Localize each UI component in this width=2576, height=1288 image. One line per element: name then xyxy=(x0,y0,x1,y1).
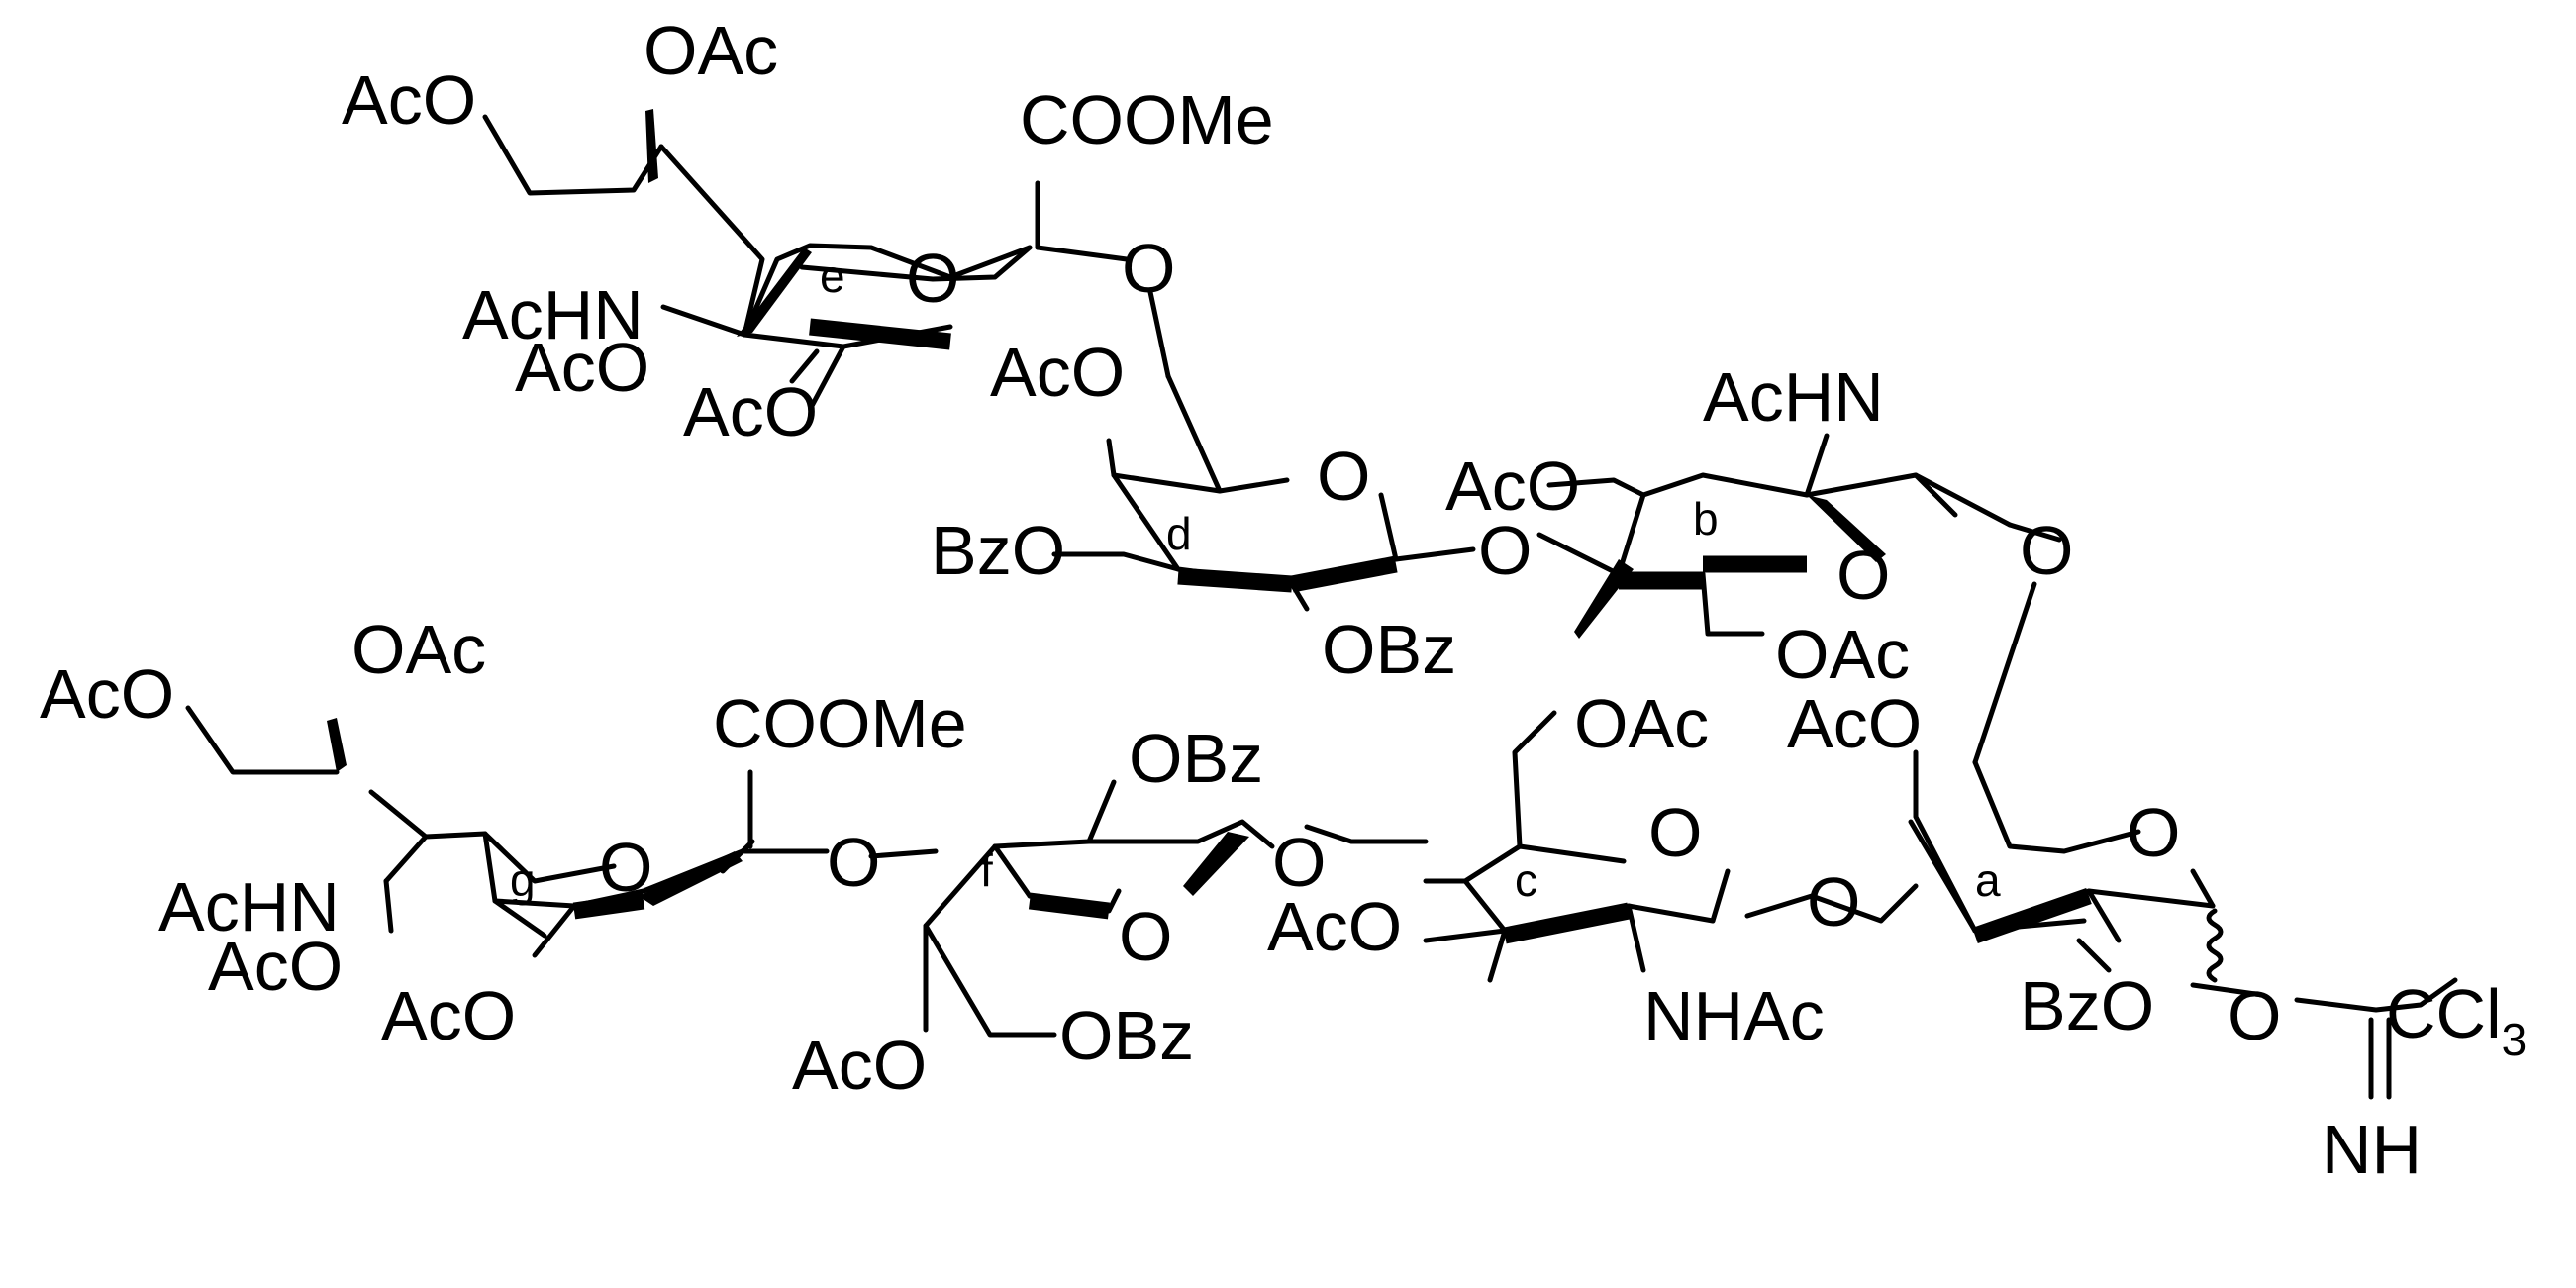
label-e-aco-mid: AcO xyxy=(515,329,649,406)
label-b-aco: AcO xyxy=(1445,447,1580,525)
label-c-ring-o: O xyxy=(1648,794,1702,871)
label-c-oac: OAc xyxy=(1574,685,1709,762)
label-g-oac-top: OAc xyxy=(351,611,486,688)
label-ca-link-o: O xyxy=(1807,863,1860,941)
label-e-oac-top: OAc xyxy=(644,12,778,89)
label-b-achn: AcHN xyxy=(1703,358,1884,436)
ring-label-a: a xyxy=(1975,854,2001,906)
label-g-achn: AcHN xyxy=(158,868,340,945)
label-d-bzo: BzO xyxy=(931,512,1065,589)
label-e-aco-low: AcO xyxy=(683,373,818,450)
label-imidate-ccl: CCl3 xyxy=(2386,975,2526,1065)
label-g-aco-left: AcO xyxy=(40,655,174,733)
ring-label-g: g xyxy=(510,854,536,906)
label-b-ring-o: O xyxy=(1836,537,1890,614)
label-imidate-nh: NH xyxy=(2322,1111,2422,1188)
ring-label-f: f xyxy=(980,844,993,896)
label-g-aco-mid: AcO xyxy=(208,928,343,1005)
label-c-aco: AcO xyxy=(1267,888,1402,965)
label-db-link-o: O xyxy=(1478,512,1532,589)
label-d-aco: AcO xyxy=(990,334,1125,411)
label-f-aco: AcO xyxy=(792,1027,927,1104)
label-f-ring-o: O xyxy=(1119,898,1172,975)
label-d-obz: OBz xyxy=(1322,611,1456,688)
label-a-ring-o: O xyxy=(2127,794,2180,871)
label-a-aco: AcO xyxy=(1787,685,1922,762)
label-d-ring-o: O xyxy=(1317,438,1370,515)
ring-label-c: c xyxy=(1515,854,1537,906)
label-fc-link-o: O xyxy=(1272,824,1326,901)
label-f-obz-top: OBz xyxy=(1129,720,1263,797)
label-e-link-o: O xyxy=(1122,230,1175,307)
ring-label-d: d xyxy=(1166,508,1192,559)
label-e-ring-o: O xyxy=(906,240,959,317)
label-a-o: O xyxy=(2228,977,2281,1054)
label-e-aco-left: AcO xyxy=(342,61,476,139)
ring-label-b: b xyxy=(1693,493,1719,545)
ring-label-e: e xyxy=(820,250,845,302)
label-e-coome: COOMe xyxy=(1020,81,1274,158)
label-a-bzo: BzO xyxy=(2020,967,2154,1044)
atom-labels: OAc AcO COOMe O O AcHN AcO AcO e AcO O B… xyxy=(40,12,2526,1188)
label-g-ring-o: O xyxy=(599,829,652,906)
label-c-nhac: NHAc xyxy=(1643,977,1825,1054)
label-gf-link-o: O xyxy=(827,824,880,901)
label-b-oac: OAc xyxy=(1775,616,1910,693)
label-g-aco-low: AcO xyxy=(381,977,516,1054)
label-e-achn: AcHN xyxy=(462,276,644,353)
label-f-obz-bot: OBz xyxy=(1059,997,1194,1074)
label-b-link-o: O xyxy=(2020,512,2073,589)
stereo-bonds xyxy=(327,109,2092,944)
label-g-coome: COOMe xyxy=(713,685,967,762)
